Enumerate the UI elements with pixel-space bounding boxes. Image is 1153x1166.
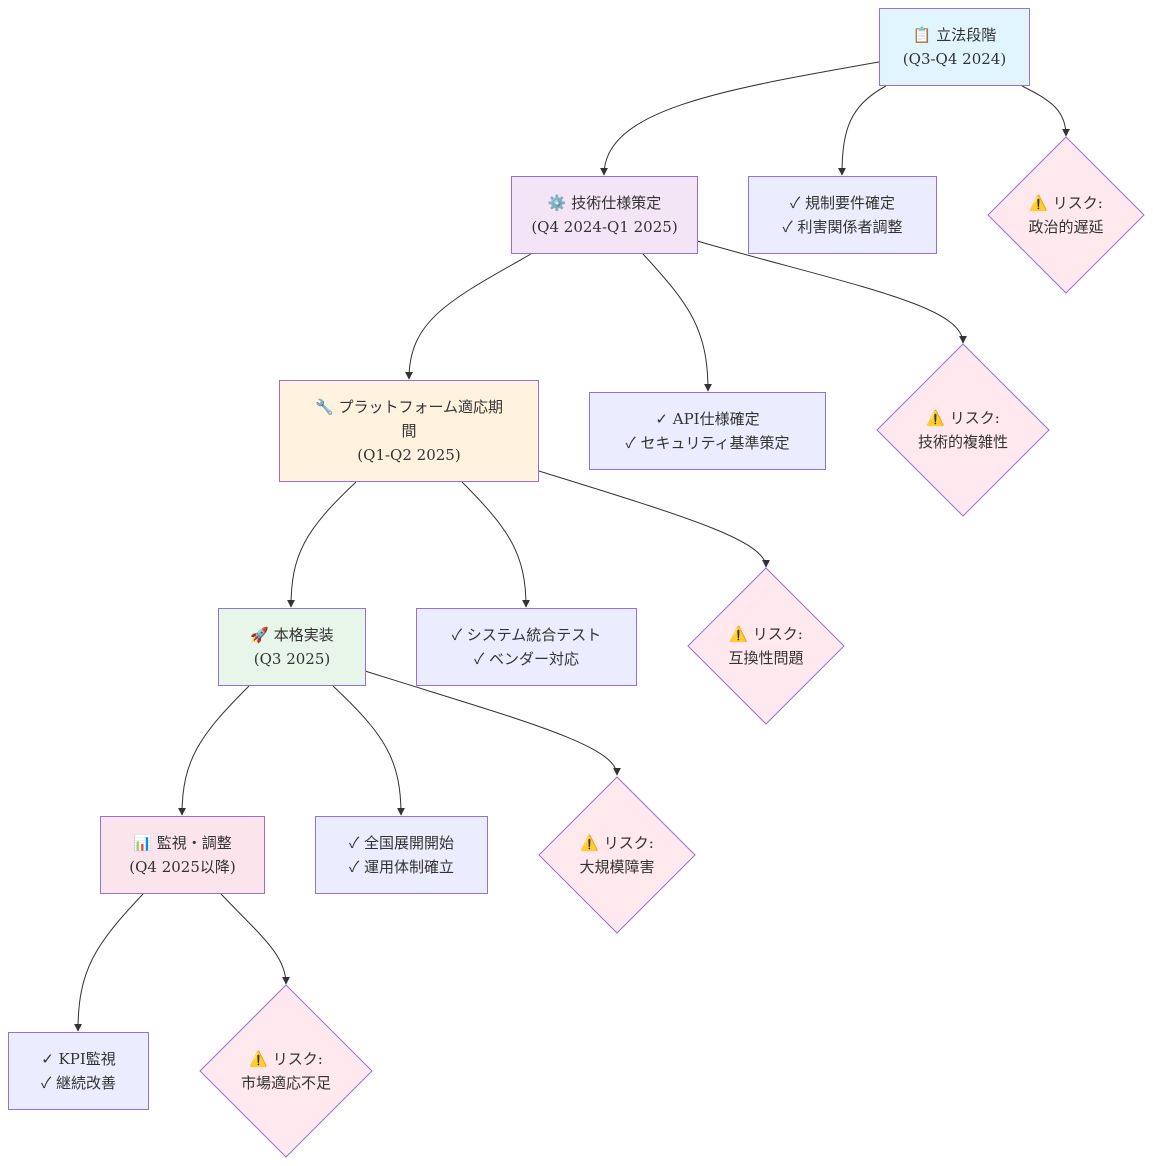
platform-milestones-node: ✓ システム統合テスト ✓ ベンダー対応 [416, 608, 637, 686]
edge-legislation-to-milestones [838, 85, 887, 176]
edge-platform-to-implementation [287, 481, 357, 608]
implementation-risk-diamond: ⚠️ リスク: 大規模障害 [538, 776, 696, 934]
risk-label: ⚠️ リスク: [580, 834, 654, 852]
edge-spec-to-milestones [642, 253, 712, 392]
node-period: (Q3 2025) [253, 650, 331, 668]
node-period: (Q4 2025以降) [129, 858, 236, 876]
diamond-shape [687, 567, 845, 725]
risk-text: 互換性問題 [728, 649, 804, 667]
edge-legislation-to-risk [1021, 85, 1070, 137]
milestone-item: ✓ 全国展開開始 [348, 834, 454, 852]
edge-platform-to-milestones [461, 481, 530, 608]
node-title: ⚙️ 技術仕様策定 [547, 194, 662, 212]
node-title: 📊 監視・調整 [133, 834, 232, 852]
phase-implementation-node: 🚀 本格実装 (Q3 2025) [218, 608, 366, 686]
edge-spec-to-risk [696, 240, 967, 344]
risk-label: ⚠️ リスク: [926, 409, 1000, 427]
milestone-item: ✓ 規制要件確定 [789, 194, 895, 212]
milestone-item: ✓ システム統合テスト [451, 626, 602, 644]
phase-spec-node: ⚙️ 技術仕様策定 (Q4 2024-Q1 2025) [511, 176, 698, 254]
risk-text: 技術的複雑性 [917, 433, 1008, 451]
diamond-shape [199, 984, 373, 1158]
edge-implementation-to-risk [364, 670, 621, 776]
implementation-milestones-node: ✓ 全国展開開始 ✓ 運用体制確立 [315, 816, 488, 894]
milestone-item: ✓ 運用体制確立 [348, 858, 454, 876]
phase-legislation-node: 📋 立法段階 (Q3-Q4 2024) [879, 8, 1030, 86]
edge-spec-to-platform [405, 253, 532, 380]
milestone-item: ✓ KPI監視 [41, 1050, 116, 1068]
risk-label: ⚠️ リスク: [729, 625, 803, 643]
milestone-item: ✓ セキュリティ基準策定 [625, 434, 790, 452]
node-title: 📋 立法段階 [912, 26, 997, 44]
edge-monitoring-to-risk [220, 893, 290, 985]
legislation-milestones-node: ✓ 規制要件確定 ✓ 利害関係者調整 [748, 176, 937, 254]
milestone-item: ✓ ベンダー対応 [473, 650, 579, 668]
platform-risk-diamond: ⚠️ リスク: 互換性問題 [687, 567, 845, 725]
node-period: (Q1-Q2 2025) [357, 446, 461, 464]
risk-text: 市場適応不足 [240, 1074, 331, 1092]
edge-platform-to-risk [538, 470, 770, 568]
milestone-item: ✓ 利害関係者調整 [782, 218, 903, 236]
spec-risk-diamond: ⚠️ リスク: 技術的複雑性 [876, 343, 1050, 517]
risk-text: 政治的遅延 [1028, 218, 1104, 236]
risk-label: ⚠️ リスク: [249, 1050, 323, 1068]
monitoring-risk-diamond: ⚠️ リスク: 市場適応不足 [199, 984, 373, 1158]
edge-monitoring-to-milestones [74, 893, 144, 1032]
node-title: 🔧 プラットフォーム適応期 [315, 398, 503, 416]
node-period: (Q3-Q4 2024) [902, 50, 1007, 68]
spec-milestones-node: ✓ API仕様確定 ✓ セキュリティ基準策定 [589, 392, 826, 470]
monitoring-milestones-node: ✓ KPI監視 ✓ 継続改善 [8, 1032, 149, 1110]
node-period: (Q4 2024-Q1 2025) [531, 218, 678, 236]
diamond-shape [876, 343, 1050, 517]
edge-implementation-to-monitoring [178, 685, 250, 816]
risk-label: ⚠️ リスク: [1029, 194, 1103, 212]
diamond-shape [987, 136, 1145, 294]
milestone-item: ✓ 継続改善 [40, 1074, 116, 1092]
edge-implementation-to-milestones [332, 685, 405, 816]
diamond-shape [538, 776, 696, 934]
node-title-wrap: 間 [401, 422, 417, 440]
phase-platform-node: 🔧 プラットフォーム適応期 間 (Q1-Q2 2025) [279, 380, 539, 482]
risk-text: 大規模障害 [579, 858, 655, 876]
phase-monitoring-node: 📊 監視・調整 (Q4 2025以降) [100, 816, 265, 894]
node-title: 🚀 本格実装 [250, 626, 334, 644]
edge-legislation-to-spec [600, 61, 880, 176]
milestone-item: ✓ API仕様確定 [655, 410, 760, 428]
legislation-risk-diamond: ⚠️ リスク: 政治的遅延 [987, 136, 1145, 294]
